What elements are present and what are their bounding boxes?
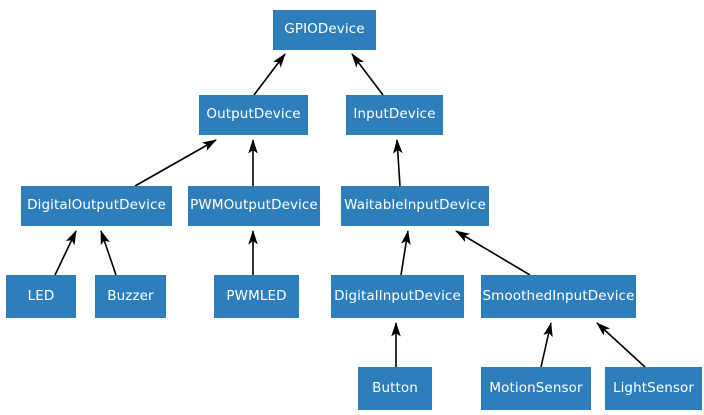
class-node-label: SmoothedInputDevice bbox=[482, 287, 635, 304]
class-node-label: OutputDevice bbox=[206, 106, 301, 123]
inheritance-arrow-inputdevice-to-gpiodevice bbox=[351, 53, 384, 96]
inheritance-arrow-waitableinputdevice-to-inputdevice bbox=[393, 139, 403, 187]
class-node-label: LightSensor bbox=[612, 379, 695, 396]
inheritance-arrow-led-to-digitaloutputdevice bbox=[54, 230, 77, 276]
class-node-pwmoutputdevice[interactable]: PWMOutputDevice bbox=[188, 186, 320, 226]
inheritance-arrow-digitaloutputdevice-to-outputdevice bbox=[134, 139, 217, 187]
class-node-label: MotionSensor bbox=[489, 379, 583, 396]
class-node-outputdevice[interactable]: OutputDevice bbox=[199, 95, 308, 135]
class-node-inputdevice[interactable]: InputDevice bbox=[346, 95, 443, 135]
class-node-label: InputDevice bbox=[353, 106, 436, 123]
class-node-lightsensor[interactable]: LightSensor bbox=[605, 367, 702, 410]
class-node-label: LED bbox=[27, 287, 55, 304]
class-node-smoothedinputdevice[interactable]: SmoothedInputDevice bbox=[481, 275, 636, 318]
inheritance-arrow-motionsensor-to-smoothedinputdevice bbox=[540, 322, 553, 368]
class-node-digitaloutputdevice[interactable]: DigitalOutputDevice bbox=[21, 186, 172, 226]
class-node-label: Button bbox=[372, 379, 418, 396]
class-node-led[interactable]: LED bbox=[6, 275, 76, 318]
class-node-label: PWMOutputDevice bbox=[190, 197, 318, 214]
class-node-digitalinputdevice[interactable]: DigitalInputDevice bbox=[331, 275, 464, 318]
class-node-gpiodevice[interactable]: GPIODevice bbox=[273, 10, 376, 50]
inheritance-arrow-buzzer-to-digitaloutputdevice bbox=[100, 230, 117, 276]
inheritance-arrow-lightsensor-to-smoothedinputdevice bbox=[596, 322, 646, 368]
class-node-waitableinputdevice[interactable]: WaitableInputDevice bbox=[341, 186, 489, 226]
class-node-label: WaitableInputDevice bbox=[344, 197, 486, 214]
class-node-label: PWMLED bbox=[226, 287, 287, 304]
inheritance-arrow-outputdevice-to-gpiodevice bbox=[253, 53, 286, 96]
inheritance-arrow-digitalinputdevice-to-waitableinputdevice bbox=[400, 230, 411, 276]
class-node-motionsensor[interactable]: MotionSensor bbox=[481, 367, 591, 410]
inheritance-arrow-smoothedinputdevice-to-waitableinputdevice bbox=[455, 230, 531, 276]
class-node-label: GPIODevice bbox=[284, 21, 365, 38]
class-node-buzzer[interactable]: Buzzer bbox=[95, 275, 166, 318]
inheritance-edges bbox=[54, 53, 646, 368]
class-node-button[interactable]: Button bbox=[358, 367, 432, 410]
class-node-label: DigitalInputDevice bbox=[334, 287, 461, 304]
class-node-label: Buzzer bbox=[107, 287, 154, 304]
class-node-label: DigitalOutputDevice bbox=[27, 197, 166, 214]
class-node-pwmled[interactable]: PWMLED bbox=[214, 275, 299, 318]
